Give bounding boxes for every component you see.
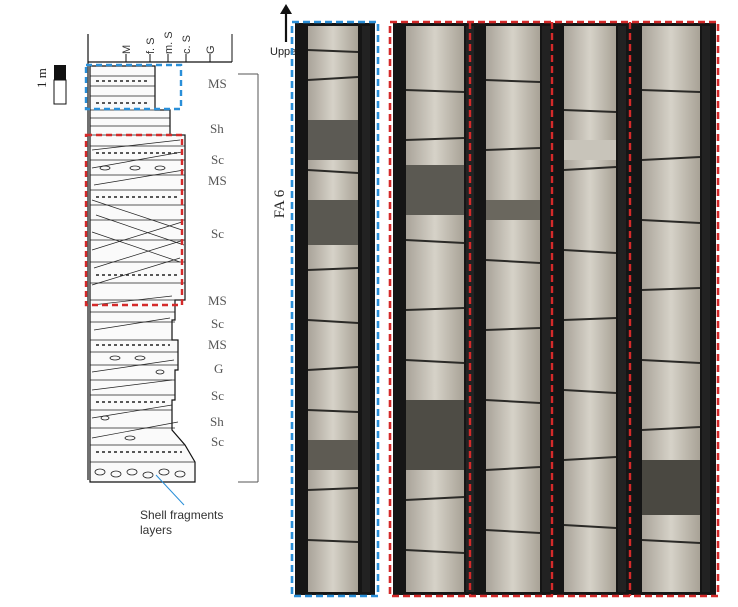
core-photos xyxy=(290,20,720,598)
upper-arrow-icon xyxy=(280,4,292,42)
grain-size-label-fine-sand: f. S xyxy=(145,37,157,54)
scale-bar-label: 1 m xyxy=(34,68,49,88)
facies-label: MS xyxy=(208,173,227,188)
annotation-line-1: Shell fragments xyxy=(140,508,224,522)
grain-size-label-medium-sand: m. S xyxy=(163,31,175,54)
facies-label: Sh xyxy=(210,121,224,136)
sedimentary-log xyxy=(53,34,259,506)
core-column-4 xyxy=(563,26,626,592)
log-red-highlight-box xyxy=(84,133,184,307)
scale-bar-black xyxy=(54,65,66,80)
log-blue-highlight-box xyxy=(84,63,183,111)
grain-size-label-gravel: G xyxy=(205,45,217,54)
grain-size-label-mud: M xyxy=(121,44,133,54)
facies-label: Sc xyxy=(211,434,224,449)
facies-label: MS xyxy=(208,337,227,352)
annotation-line-2: layers xyxy=(140,523,173,537)
core-column-3 xyxy=(485,26,550,592)
facies-label: G xyxy=(214,361,224,376)
core-column-5 xyxy=(641,26,710,592)
facies-label: Sc xyxy=(211,226,224,241)
facies-label: Sc xyxy=(211,152,224,167)
scale-bar-white xyxy=(53,79,67,105)
facies-label: Sc xyxy=(211,388,224,403)
facies-label: Sc xyxy=(211,316,224,331)
facies-label: Sh xyxy=(210,414,224,429)
core-column-1 xyxy=(307,26,370,592)
facies-label: MS xyxy=(208,293,227,308)
shell-fragments-annotation: Shell fragments layers xyxy=(140,508,260,538)
facies-association-label: FA 6 xyxy=(272,189,288,219)
annotation-pointer xyxy=(155,474,185,506)
core-column-2 xyxy=(405,26,474,592)
facies-label: MS xyxy=(208,76,227,91)
grain-size-label-coarse-sand: c. S xyxy=(181,35,193,54)
